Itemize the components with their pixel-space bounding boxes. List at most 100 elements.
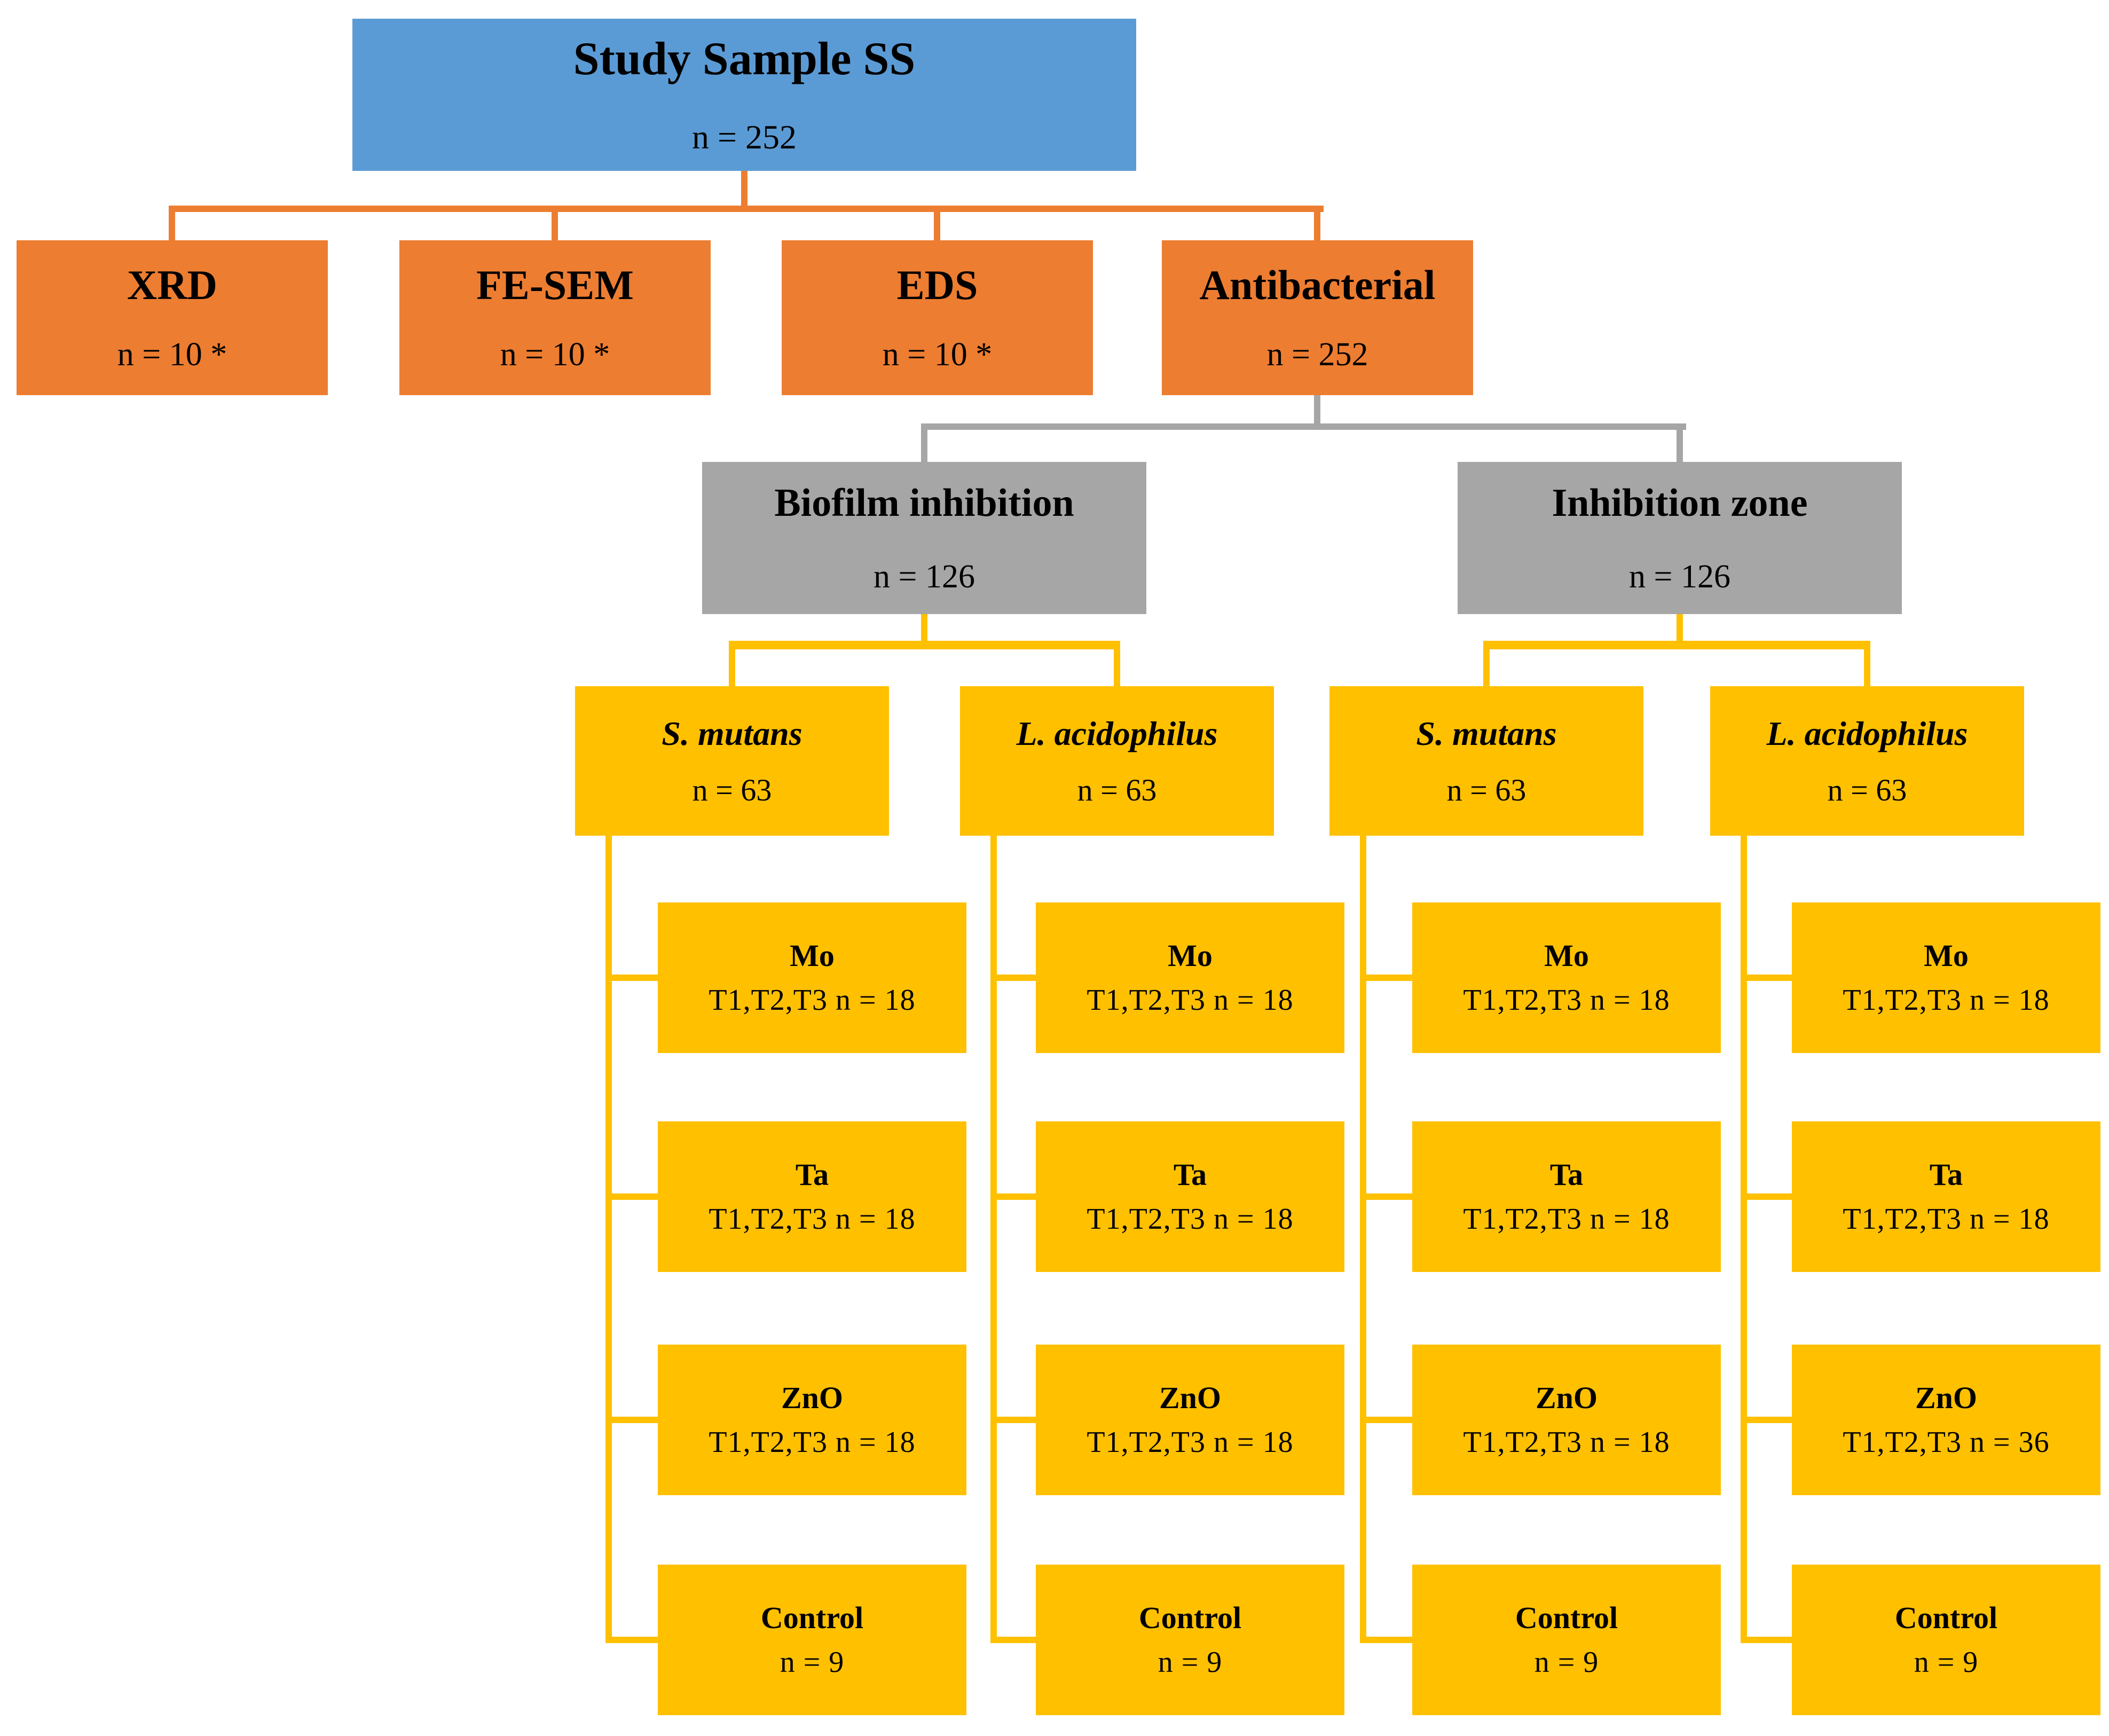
inhibition-zone-title: Inhibition zone	[1552, 481, 1808, 525]
antibacterial-n: n = 252	[1266, 336, 1368, 373]
group-sub: T1,T2,T3 n = 18	[1087, 984, 1294, 1017]
connector-stub-c1-zno	[605, 1417, 661, 1423]
connector-leg-lacidophilus-1	[1114, 641, 1120, 687]
group-sub: n = 9	[1158, 1646, 1223, 1679]
eds-n: n = 10 *	[882, 336, 993, 373]
connector-column3-trunk	[1360, 836, 1366, 1643]
connector-antibacterial-trunk	[1314, 395, 1320, 426]
connector-stub-c4-zno	[1741, 1417, 1795, 1423]
biofilm-lacidophilus-zno-box: ZnO T1,T2,T3 n = 18	[1036, 1345, 1344, 1495]
connector-zone-trunk	[1677, 614, 1683, 644]
inhibition-zone-n: n = 126	[1629, 558, 1730, 595]
connector-column4-trunk	[1741, 836, 1747, 1643]
group-sub: n = 9	[1534, 1646, 1599, 1679]
biofilm-inhibition-title: Biofilm inhibition	[774, 481, 1074, 525]
biofilm-lacidophilus-control-box: Control n = 9	[1036, 1565, 1344, 1715]
connector-leg-lacidophilus-2	[1864, 641, 1870, 687]
connector-stub-c1-ta	[605, 1193, 661, 1200]
group-sub: T1,T2,T3 n = 36	[1843, 1426, 2050, 1459]
zone-lacidophilus-control-box: Control n = 9	[1792, 1565, 2100, 1715]
xrd-box: XRD n = 10 *	[17, 240, 328, 395]
group-title: Control	[1894, 1600, 1998, 1635]
zone-lacidophilus-n: n = 63	[1827, 772, 1907, 807]
zone-lacidophilus-mo-box: Mo T1,T2,T3 n = 18	[1792, 902, 2100, 1053]
zone-smutans-ta-box: Ta T1,T2,T3 n = 18	[1412, 1121, 1721, 1272]
zone-smutans-control-box: Control n = 9	[1412, 1565, 1721, 1715]
connector-stub-c2-ta	[990, 1193, 1039, 1200]
zone-smutans-mo-box: Mo T1,T2,T3 n = 18	[1412, 902, 1721, 1053]
biofilm-lacidophilus-box: L. acidophilus n = 63	[960, 686, 1274, 836]
group-title: ZnO	[781, 1380, 844, 1415]
zone-lacidophilus-ta-box: Ta T1,T2,T3 n = 18	[1792, 1121, 2100, 1272]
group-title: Control	[760, 1600, 864, 1635]
connector-leg-fe-sem	[552, 206, 558, 241]
connector-leg-eds	[934, 206, 940, 241]
connector-methods-bar	[169, 206, 1324, 212]
antibacterial-box: Antibacterial n = 252	[1162, 240, 1473, 395]
group-sub: T1,T2,T3 n = 18	[709, 1203, 916, 1236]
group-title: ZnO	[1159, 1380, 1222, 1415]
connector-leg-smutans-2	[1483, 641, 1490, 687]
connector-stub-c4-control	[1741, 1637, 1795, 1643]
study-sample-n: n = 252	[691, 117, 797, 156]
group-sub: T1,T2,T3 n = 18	[1843, 1203, 2050, 1236]
connector-biofilm-bar	[729, 641, 1120, 649]
group-title: Ta	[795, 1157, 829, 1192]
group-title: Control	[1515, 1600, 1618, 1635]
connector-assays-bar	[921, 423, 1686, 430]
biofilm-inhibition-n: n = 126	[873, 558, 975, 595]
connector-stub-c2-mo	[990, 975, 1039, 981]
biofilm-lacidophilus-title: L. acidophilus	[1016, 714, 1218, 752]
group-sub: n = 9	[780, 1646, 845, 1679]
group-title: Mo	[1168, 938, 1213, 973]
biofilm-smutans-zno-box: ZnO T1,T2,T3 n = 18	[658, 1345, 966, 1495]
connector-zone-bar	[1483, 641, 1870, 649]
connector-stub-c4-ta	[1741, 1193, 1795, 1200]
fe-sem-n: n = 10 *	[500, 336, 610, 373]
eds-box: EDS n = 10 *	[782, 240, 1093, 395]
zone-lacidophilus-title: L. acidophilus	[1766, 714, 1968, 752]
biofilm-smutans-title: S. mutans	[662, 714, 802, 752]
fe-sem-title: FE-SEM	[476, 262, 634, 308]
group-sub: T1,T2,T3 n = 18	[1087, 1426, 1294, 1459]
zone-lacidophilus-box: L. acidophilus n = 63	[1710, 686, 2024, 836]
connector-leg-biofilm	[921, 423, 927, 463]
biofilm-smutans-control-box: Control n = 9	[658, 1565, 966, 1715]
group-sub: T1,T2,T3 n = 18	[1087, 1203, 1294, 1236]
connector-stub-c2-zno	[990, 1417, 1039, 1423]
group-sub: T1,T2,T3 n = 18	[709, 984, 916, 1017]
connector-leg-antibacterial	[1314, 206, 1320, 241]
biofilm-lacidophilus-n: n = 63	[1077, 772, 1157, 807]
connector-leg-inhibition-zone	[1677, 423, 1683, 463]
xrd-title: XRD	[127, 262, 217, 308]
connector-leg-xrd	[169, 206, 175, 241]
eds-title: EDS	[896, 262, 978, 308]
group-title: Ta	[1929, 1157, 1963, 1192]
biofilm-smutans-n: n = 63	[692, 772, 772, 807]
group-title: Control	[1138, 1600, 1242, 1635]
group-title: Mo	[1924, 938, 1969, 973]
group-sub: T1,T2,T3 n = 18	[709, 1426, 916, 1459]
connector-leg-smutans-1	[729, 641, 735, 687]
biofilm-smutans-ta-box: Ta T1,T2,T3 n = 18	[658, 1121, 966, 1272]
connector-stub-c3-control	[1360, 1637, 1415, 1643]
zone-lacidophilus-zno-box: ZnO T1,T2,T3 n = 36	[1792, 1345, 2100, 1495]
connector-stub-c4-mo	[1741, 975, 1795, 981]
zone-smutans-n: n = 63	[1446, 772, 1526, 807]
group-title: ZnO	[1915, 1380, 1978, 1415]
group-title: Ta	[1173, 1157, 1207, 1192]
biofilm-lacidophilus-mo-box: Mo T1,T2,T3 n = 18	[1036, 902, 1344, 1053]
group-sub: T1,T2,T3 n = 18	[1463, 984, 1670, 1017]
group-sub: T1,T2,T3 n = 18	[1463, 1426, 1670, 1459]
connector-biofilm-trunk	[921, 614, 927, 644]
inhibition-zone-box: Inhibition zone n = 126	[1458, 462, 1902, 614]
antibacterial-title: Antibacterial	[1199, 262, 1436, 308]
study-sample-box: Study Sample SS n = 252	[352, 19, 1136, 171]
biofilm-smutans-mo-box: Mo T1,T2,T3 n = 18	[658, 902, 966, 1053]
connector-column2-trunk	[990, 836, 997, 1643]
fe-sem-box: FE-SEM n = 10 *	[399, 240, 711, 395]
connector-root-trunk	[741, 171, 747, 207]
connector-stub-c1-mo	[605, 975, 661, 981]
group-sub: n = 9	[1914, 1646, 1979, 1679]
